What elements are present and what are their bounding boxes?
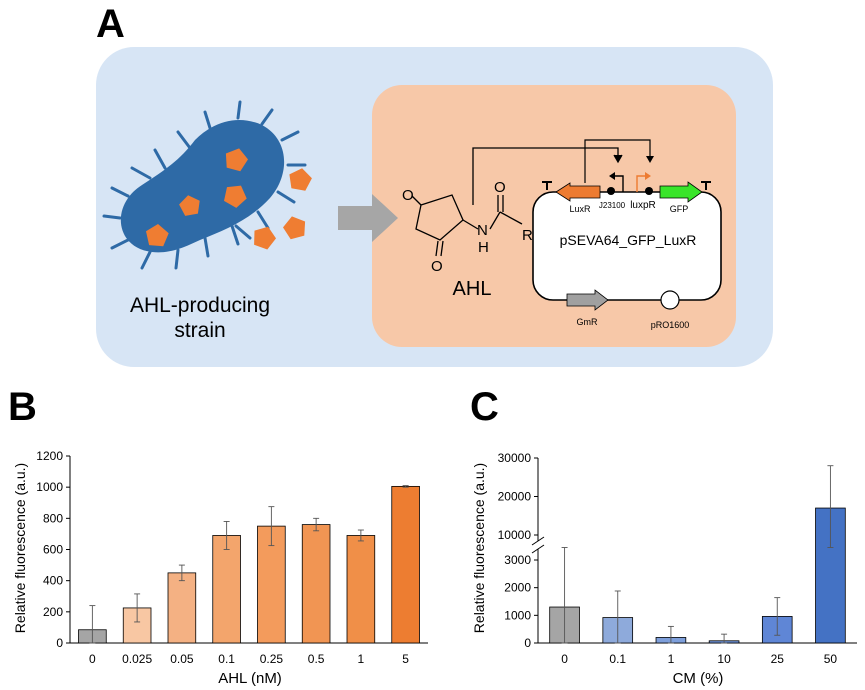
chart-b-xtick-label: 0.5	[308, 652, 325, 666]
luxr-label: LuxR	[569, 204, 591, 214]
chart-c-xtick-label: 10	[717, 652, 731, 666]
ahl-pentagon-icon	[179, 195, 200, 216]
chart-b-ytick-label: 200	[43, 605, 63, 619]
ahl-pentagon-icon	[254, 226, 276, 250]
ahl-pentagon-icon	[146, 224, 169, 247]
chart-b-ylabel: Relative fluorescence (a.u.)	[12, 463, 28, 633]
chart-c-xtick-label: 25	[771, 652, 785, 666]
atom-o-ring: O	[402, 187, 414, 204]
chart-c-xtick-label: 0	[561, 652, 568, 666]
luxr-gene-icon	[555, 182, 601, 202]
chart-b-bar	[301, 524, 331, 644]
chart-c-xlabel: CM (%)	[673, 670, 724, 687]
chart-b-xtick-label: 0.25	[260, 652, 284, 666]
luxpr-rbs-icon	[645, 187, 653, 195]
ahl-molecules	[254, 168, 312, 250]
ahl-pentagon-icon	[225, 148, 248, 172]
chart-c-xtick-label: 0.1	[609, 652, 626, 666]
chart-b-xtick-label: 1	[358, 652, 365, 666]
chart-c-xtick-label: 50	[824, 652, 838, 666]
j23100-rbs-icon	[607, 187, 615, 195]
chart-b-bar	[391, 485, 420, 644]
origin-label: pRO1600	[651, 320, 690, 330]
gmr-gene-icon	[566, 289, 609, 311]
chart-c-xtick-label: 1	[668, 652, 675, 666]
chart-b-ytick-label: 0	[56, 636, 63, 650]
gmr-label: GmR	[577, 317, 598, 327]
strain-label-line1: AHL-producing	[130, 294, 270, 317]
gfp-label: GFP	[670, 204, 689, 214]
j23100-label: J23100	[599, 201, 626, 210]
chart-c-axis-break	[531, 536, 545, 546]
atom-o-amide: O	[494, 179, 506, 196]
chart-b-ytick-label: 1200	[36, 449, 63, 463]
plasmid-backbone	[532, 191, 722, 301]
chart-c-ytick-label: 1000	[504, 608, 531, 622]
bacterium-icon	[102, 100, 307, 270]
chart-c-ytick-label: 10000	[498, 528, 532, 542]
ahl-structure	[411, 147, 623, 257]
strain-label-line2: strain	[174, 319, 225, 342]
ahl-pentagon-icon	[224, 185, 247, 208]
origin-icon	[660, 290, 680, 310]
ahl-pentagon-icon	[283, 216, 306, 240]
chart-b-xtick-label: 0.025	[122, 652, 152, 666]
chart-b-ytick-label: 400	[43, 574, 63, 588]
chart-b-xtick-label: 0.05	[170, 652, 194, 666]
bacterium-body	[120, 120, 285, 253]
plasmid-map: T T	[532, 139, 722, 311]
panel-label-b: B	[8, 385, 37, 429]
chart-c-ytick-label: 20000	[498, 490, 532, 504]
chart-b-ytick-label: 800	[43, 511, 63, 525]
schematic-panel: AHL-producing strain O O N H O R AHL T T	[96, 47, 773, 367]
atom-r: R	[522, 227, 533, 244]
process-arrow-icon	[338, 194, 398, 242]
chart-b-bar	[346, 535, 376, 644]
ahl-pentagon-icon	[289, 168, 312, 191]
chart-b-ytick-label: 600	[43, 543, 63, 557]
chart-c-ylabel: Relative fluorescence (a.u.)	[471, 463, 487, 633]
chart-b-xlabel: AHL (nM)	[218, 670, 282, 687]
ahl-label: AHL	[453, 278, 492, 300]
chart-c-ytick-label: 30000	[498, 451, 532, 465]
atom-o-carbonyl-ring: O	[431, 258, 443, 275]
chart-b-xtick-label: 0.1	[218, 652, 235, 666]
chart-c-ytick-label: 2000	[504, 581, 531, 595]
luxpr-label: luxpR	[630, 200, 656, 211]
chart-b-bar	[167, 572, 197, 644]
chart-c-ytick-label: 3000	[504, 553, 531, 567]
atom-n: N	[477, 222, 488, 239]
panel-label-c: C	[470, 385, 499, 429]
chart-c-ytick-label: 0	[524, 636, 531, 650]
gfp-gene-icon	[659, 181, 703, 203]
chart-b-xtick-label: 5	[402, 652, 409, 666]
panel-label-a: A	[96, 2, 125, 46]
plasmid-name: pSEVA64_GFP_LuxR	[560, 232, 697, 248]
chart-b-xtick-label: 0	[89, 652, 96, 666]
atom-h: H	[478, 239, 489, 256]
chart-b-ytick-label: 1000	[36, 480, 63, 494]
